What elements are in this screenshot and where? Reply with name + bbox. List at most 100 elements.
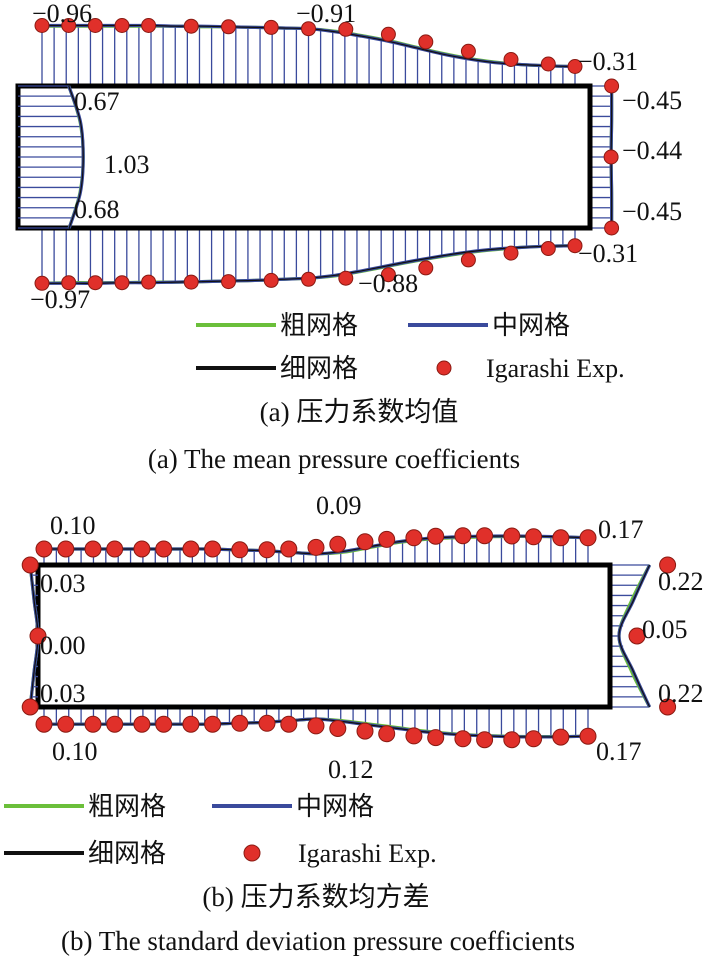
- panel-b-caption-en: (b) The standard deviation pressure coef…: [61, 926, 575, 956]
- exp-point-top: [567, 59, 583, 74]
- exp-point-top: [280, 540, 298, 558]
- legend-b-exp-marker: [243, 844, 261, 862]
- b-label-rear-mid: 0.05: [642, 615, 688, 644]
- exp-point-bottom: [280, 715, 298, 733]
- exp-point-top: [204, 540, 222, 558]
- exp-point-top: [133, 540, 151, 558]
- exp-point-top: [263, 19, 279, 35]
- legend-a-fine-label: 细网格: [280, 354, 358, 383]
- exp-point-bottom: [221, 274, 236, 290]
- panel-a-front-face: [18, 85, 85, 229]
- panel-a-caption-cn: (a) 压力系数均值: [260, 397, 459, 427]
- curve-front-fine-a: [68, 85, 84, 229]
- exp-point-top: [418, 34, 434, 50]
- b-label-front-mid: 0.00: [40, 631, 86, 660]
- exp-point-bottom: [540, 241, 556, 256]
- b-label-bot-rear: 0.17: [596, 737, 642, 766]
- b-label-front-bot: 0.03: [40, 679, 86, 708]
- exp-point-top: [221, 19, 236, 35]
- exp-point-top: [231, 541, 249, 559]
- exp-point-rear: [659, 698, 677, 716]
- exp-point-top: [454, 527, 472, 545]
- exp-point-bottom: [57, 715, 75, 733]
- exp-point-top: [182, 540, 200, 558]
- exp-point-top: [87, 18, 103, 33]
- exp-point-bottom: [460, 252, 476, 268]
- exp-point-front: [21, 556, 39, 574]
- exp-point-top: [380, 26, 396, 42]
- legend-a-medium-label: 中网格: [492, 311, 570, 340]
- exp-point-bottom: [503, 731, 521, 749]
- b-label-top-front: 0.10: [50, 511, 96, 540]
- exp-point-bottom: [378, 725, 396, 743]
- panel-b-caption-cn: (b) 压力系数均方差: [202, 882, 429, 912]
- legend-a-exp-label: Igarashi Exp.: [486, 354, 625, 383]
- exp-point-top: [503, 52, 519, 67]
- exp-point-top: [61, 18, 77, 33]
- a-label-top-rear: −0.31: [578, 47, 638, 76]
- a-label-rear-top: −0.45: [622, 86, 682, 115]
- exp-point-bottom: [380, 267, 396, 283]
- b-label-rear-top: 0.22: [658, 567, 704, 596]
- exp-point-bottom: [405, 727, 423, 745]
- exp-point-top: [35, 540, 53, 558]
- b-label-top-rear: 0.17: [598, 515, 644, 544]
- exp-point-top: [378, 530, 396, 548]
- exp-point-rear: [604, 220, 620, 236]
- exp-point-bottom: [579, 727, 597, 745]
- exp-point-rear: [604, 78, 620, 94]
- exp-point-bottom: [155, 715, 173, 733]
- exp-point-bottom: [503, 245, 519, 261]
- a-label-front-bot: 0.68: [74, 195, 120, 224]
- legend-a-coarse-label: 粗网格: [280, 311, 358, 340]
- exp-point-bottom: [329, 720, 347, 737]
- exp-point-top: [329, 535, 347, 553]
- b-label-front-top: 0.03: [40, 569, 86, 598]
- exp-point-bottom: [476, 731, 494, 749]
- exp-point-bottom: [263, 272, 279, 288]
- a-label-rear-bot: −0.45: [622, 197, 682, 226]
- curve-rear-fine-b: [618, 564, 651, 708]
- a-label-bot-front: −0.97: [30, 285, 90, 314]
- exp-point-bottom: [35, 715, 53, 733]
- panel-b-square-cylinder: [35, 562, 613, 710]
- exp-point-bottom: [552, 728, 570, 746]
- exp-point-bottom: [525, 730, 543, 748]
- b-label-bot-front: 0.10: [52, 737, 98, 766]
- exp-point-bottom: [427, 729, 445, 747]
- a-label-front-mid: 1.03: [104, 150, 150, 179]
- exp-point-rear: [628, 627, 646, 645]
- exp-point-top: [460, 43, 476, 59]
- a-label-front-top: 0.67: [74, 87, 120, 116]
- exp-point-top: [141, 18, 157, 33]
- exp-point-top: [503, 527, 521, 545]
- exp-point-top: [552, 529, 570, 547]
- b-label-rear-bot: 0.22: [658, 679, 704, 708]
- exp-point-top: [525, 528, 543, 546]
- exp-point-bottom: [182, 715, 200, 733]
- exp-point-bottom: [183, 274, 199, 290]
- exp-point-top: [155, 540, 173, 558]
- exp-point-top: [427, 527, 445, 545]
- exp-point-bottom: [141, 274, 157, 290]
- exp-point-bottom: [356, 722, 374, 740]
- legend-b-medium-label: 中网格: [296, 792, 374, 821]
- exp-point-top: [301, 21, 316, 37]
- exp-point-bottom: [34, 275, 50, 291]
- a-label-bot-rear: −0.31: [578, 239, 638, 268]
- exp-point-bottom: [84, 715, 102, 733]
- exp-point-bottom: [133, 715, 151, 733]
- exp-point-rear: [603, 149, 619, 165]
- exp-point-top: [106, 540, 124, 558]
- exp-point-bottom: [258, 714, 276, 732]
- exp-point-top: [183, 18, 199, 34]
- exp-point-top: [405, 529, 423, 547]
- exp-point-front: [21, 698, 39, 716]
- b-label-top-mid: 0.09: [316, 491, 362, 520]
- exp-point-bottom: [61, 275, 77, 291]
- exp-point-top: [307, 538, 325, 556]
- panel-a-caption-en: (a) The mean pressure coefficients: [148, 444, 520, 474]
- exp-point-top: [476, 527, 494, 545]
- panel-a-experiment-points: [34, 18, 620, 291]
- exp-point-top: [57, 540, 75, 558]
